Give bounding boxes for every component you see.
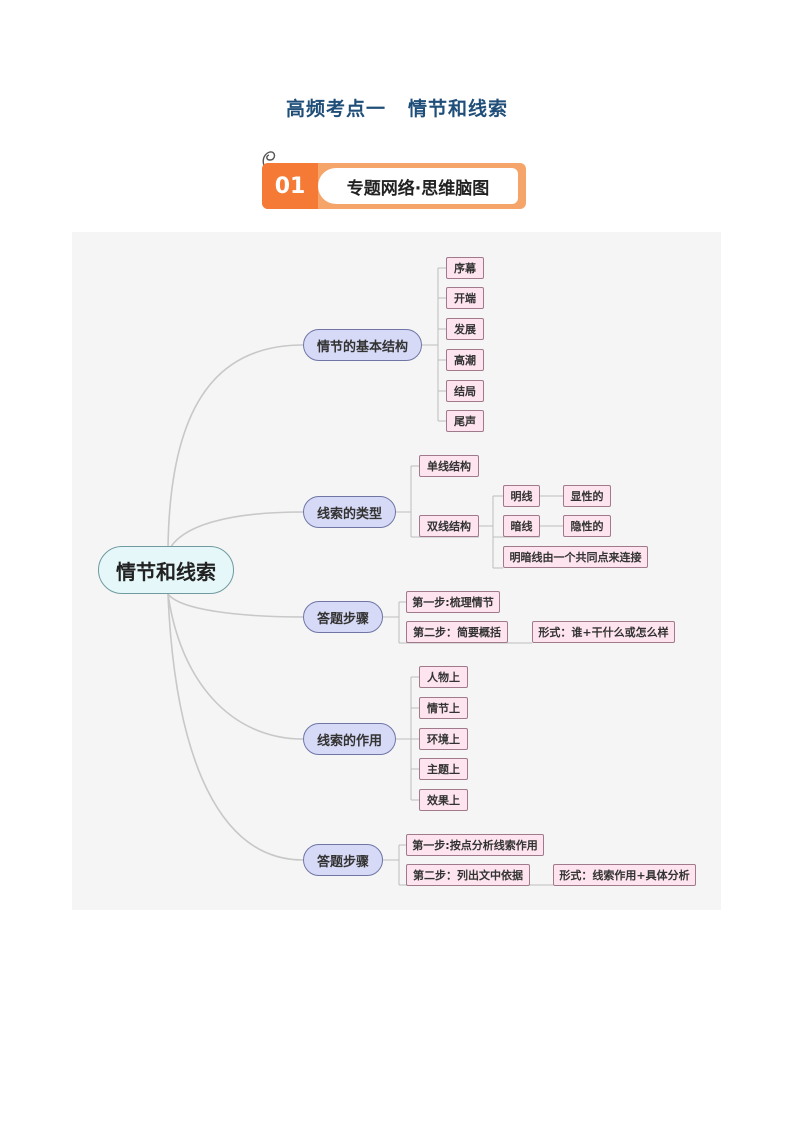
branch-clue-functions: 线索的作用	[303, 723, 396, 755]
banner-label: 专题网络·思维脑图	[318, 168, 518, 204]
answer-step-2: 第二步：简要概括	[406, 621, 508, 643]
function-environment: 环境上	[419, 728, 468, 750]
dark-line-note: 隐性的	[563, 515, 611, 537]
curl-decoration	[262, 151, 276, 173]
page-title: 高频考点一情节和线索	[285, 98, 509, 120]
function-theme: 主题上	[419, 758, 468, 780]
clue-answer-step-2: 第二步：列出文中依据	[406, 864, 530, 886]
section-banner: 01 专题网络·思维脑图	[262, 151, 528, 210]
function-character: 人物上	[419, 666, 468, 688]
plot-item-prologue: 序幕	[446, 257, 484, 279]
plot-item-ending: 结局	[446, 380, 484, 402]
single-line-structure: 单线结构	[419, 455, 479, 477]
answer-form-1: 形式：谁+干什么或怎么样	[532, 621, 675, 643]
plot-item-development: 发展	[446, 318, 484, 340]
mindmap-root-node: 情节和线索	[98, 546, 234, 594]
line-connection-note: 明暗线由一个共同点来连接	[503, 546, 648, 568]
dark-line: 暗线	[503, 515, 540, 537]
answer-step-1: 第一步:梳理情节	[406, 591, 500, 613]
branch-clue-types: 线索的类型	[303, 496, 396, 528]
function-plot: 情节上	[419, 697, 468, 719]
double-line-structure: 双线结构	[419, 515, 479, 537]
plot-item-epilogue: 尾声	[446, 410, 484, 432]
clue-answer-step-1: 第一步:按点分析线索作用	[406, 834, 544, 856]
branch-plot-structure: 情节的基本结构	[303, 329, 422, 361]
branch-answer-steps-2: 答题步骤	[303, 844, 383, 876]
function-effect: 效果上	[419, 789, 468, 811]
plot-item-beginning: 开端	[446, 287, 484, 309]
bright-line: 明线	[503, 485, 540, 507]
branch-answer-steps-1: 答题步骤	[303, 601, 383, 633]
banner-number: 01	[262, 163, 318, 209]
plot-item-climax: 高潮	[446, 349, 484, 371]
answer-form-2: 形式：线索作用+具体分析	[553, 864, 696, 886]
bright-line-note: 显性的	[563, 485, 611, 507]
